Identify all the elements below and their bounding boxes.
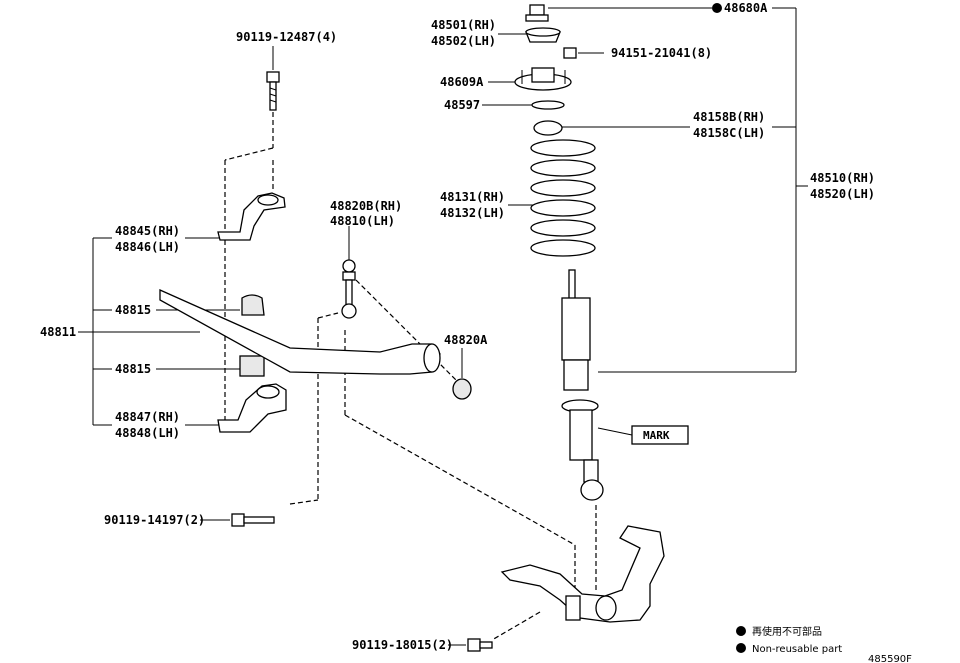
label-48502: 48502(LH) <box>431 34 496 48</box>
legend-text-jp: 再使用不可部品 <box>752 625 822 638</box>
plate-48597 <box>531 100 565 110</box>
figure-id: 485590F <box>868 654 912 663</box>
support-48609A <box>514 67 572 91</box>
label-94151: 94151-21041(8) <box>611 46 712 60</box>
label-mark: MARK <box>643 429 670 442</box>
bolt-90119-18015 <box>467 638 493 652</box>
label-48811: 48811 <box>40 325 76 339</box>
label-48158B: 48158B(RH) <box>693 110 765 124</box>
label-90119-14197: 90119-14197(2) <box>104 513 205 527</box>
label-90119-12487: 90119-12487(4) <box>236 30 337 44</box>
label-48131: 48131(RH) <box>440 190 505 204</box>
bolt-90119-12487 <box>266 71 280 111</box>
stabilizer-link-48820B <box>341 259 357 319</box>
label-48820A: 48820A <box>444 333 488 347</box>
label-48680A: 48680A <box>724 1 768 15</box>
bracket-48845 <box>217 192 286 241</box>
legend: 再使用不可部品 Non-reusable part 485590F <box>736 625 912 663</box>
stabilizer-bar-48811 <box>159 288 441 375</box>
label-48510: 48510(RH) <box>810 171 875 185</box>
cushion-48820A <box>452 378 472 400</box>
label-48597: 48597 <box>444 98 480 112</box>
label-48815-bottom: 48815 <box>115 362 151 376</box>
lower-control-arm <box>500 525 665 623</box>
upper-mount-48501 <box>525 27 561 43</box>
label-48520: 48520(LH) <box>810 187 875 201</box>
label-90119-18015: 90119-18015(2) <box>352 638 453 652</box>
non-reusable-markers <box>712 3 722 13</box>
legend-dot-jp <box>736 626 746 636</box>
label-48609A: 48609A <box>440 75 484 89</box>
legend-dot-en <box>736 643 746 653</box>
shock-absorber <box>561 269 604 501</box>
bracket-48847 <box>217 383 287 433</box>
bushing-48815-top <box>241 294 265 316</box>
bolt-90119-14197 <box>231 513 275 527</box>
legend-text-en: Non-reusable part <box>752 644 842 655</box>
label-48815-top: 48815 <box>115 303 151 317</box>
label-48847: 48847(RH) <box>115 410 180 424</box>
mark-callout <box>631 425 689 445</box>
leader-lines <box>78 7 808 646</box>
label-48810: 48810(LH) <box>330 214 395 228</box>
nut-48680A <box>525 4 549 22</box>
label-48846: 48846(LH) <box>115 240 180 254</box>
part-labels: 90119-12487(4) 48501(RH) 48502(LH) 48680… <box>40 1 875 652</box>
nut-94151 <box>563 47 577 59</box>
insulator-48158 <box>533 120 563 136</box>
bushing-48815-bottom <box>239 355 265 377</box>
label-48848: 48848(LH) <box>115 426 180 440</box>
label-48845: 48845(RH) <box>115 224 180 238</box>
non-reusable-dot-48680A <box>712 3 722 13</box>
coil-spring-48131 <box>530 139 596 257</box>
label-48132: 48132(LH) <box>440 206 505 220</box>
label-48158C: 48158C(LH) <box>693 126 765 140</box>
label-48501: 48501(RH) <box>431 18 496 32</box>
label-48820B: 48820B(RH) <box>330 199 402 213</box>
